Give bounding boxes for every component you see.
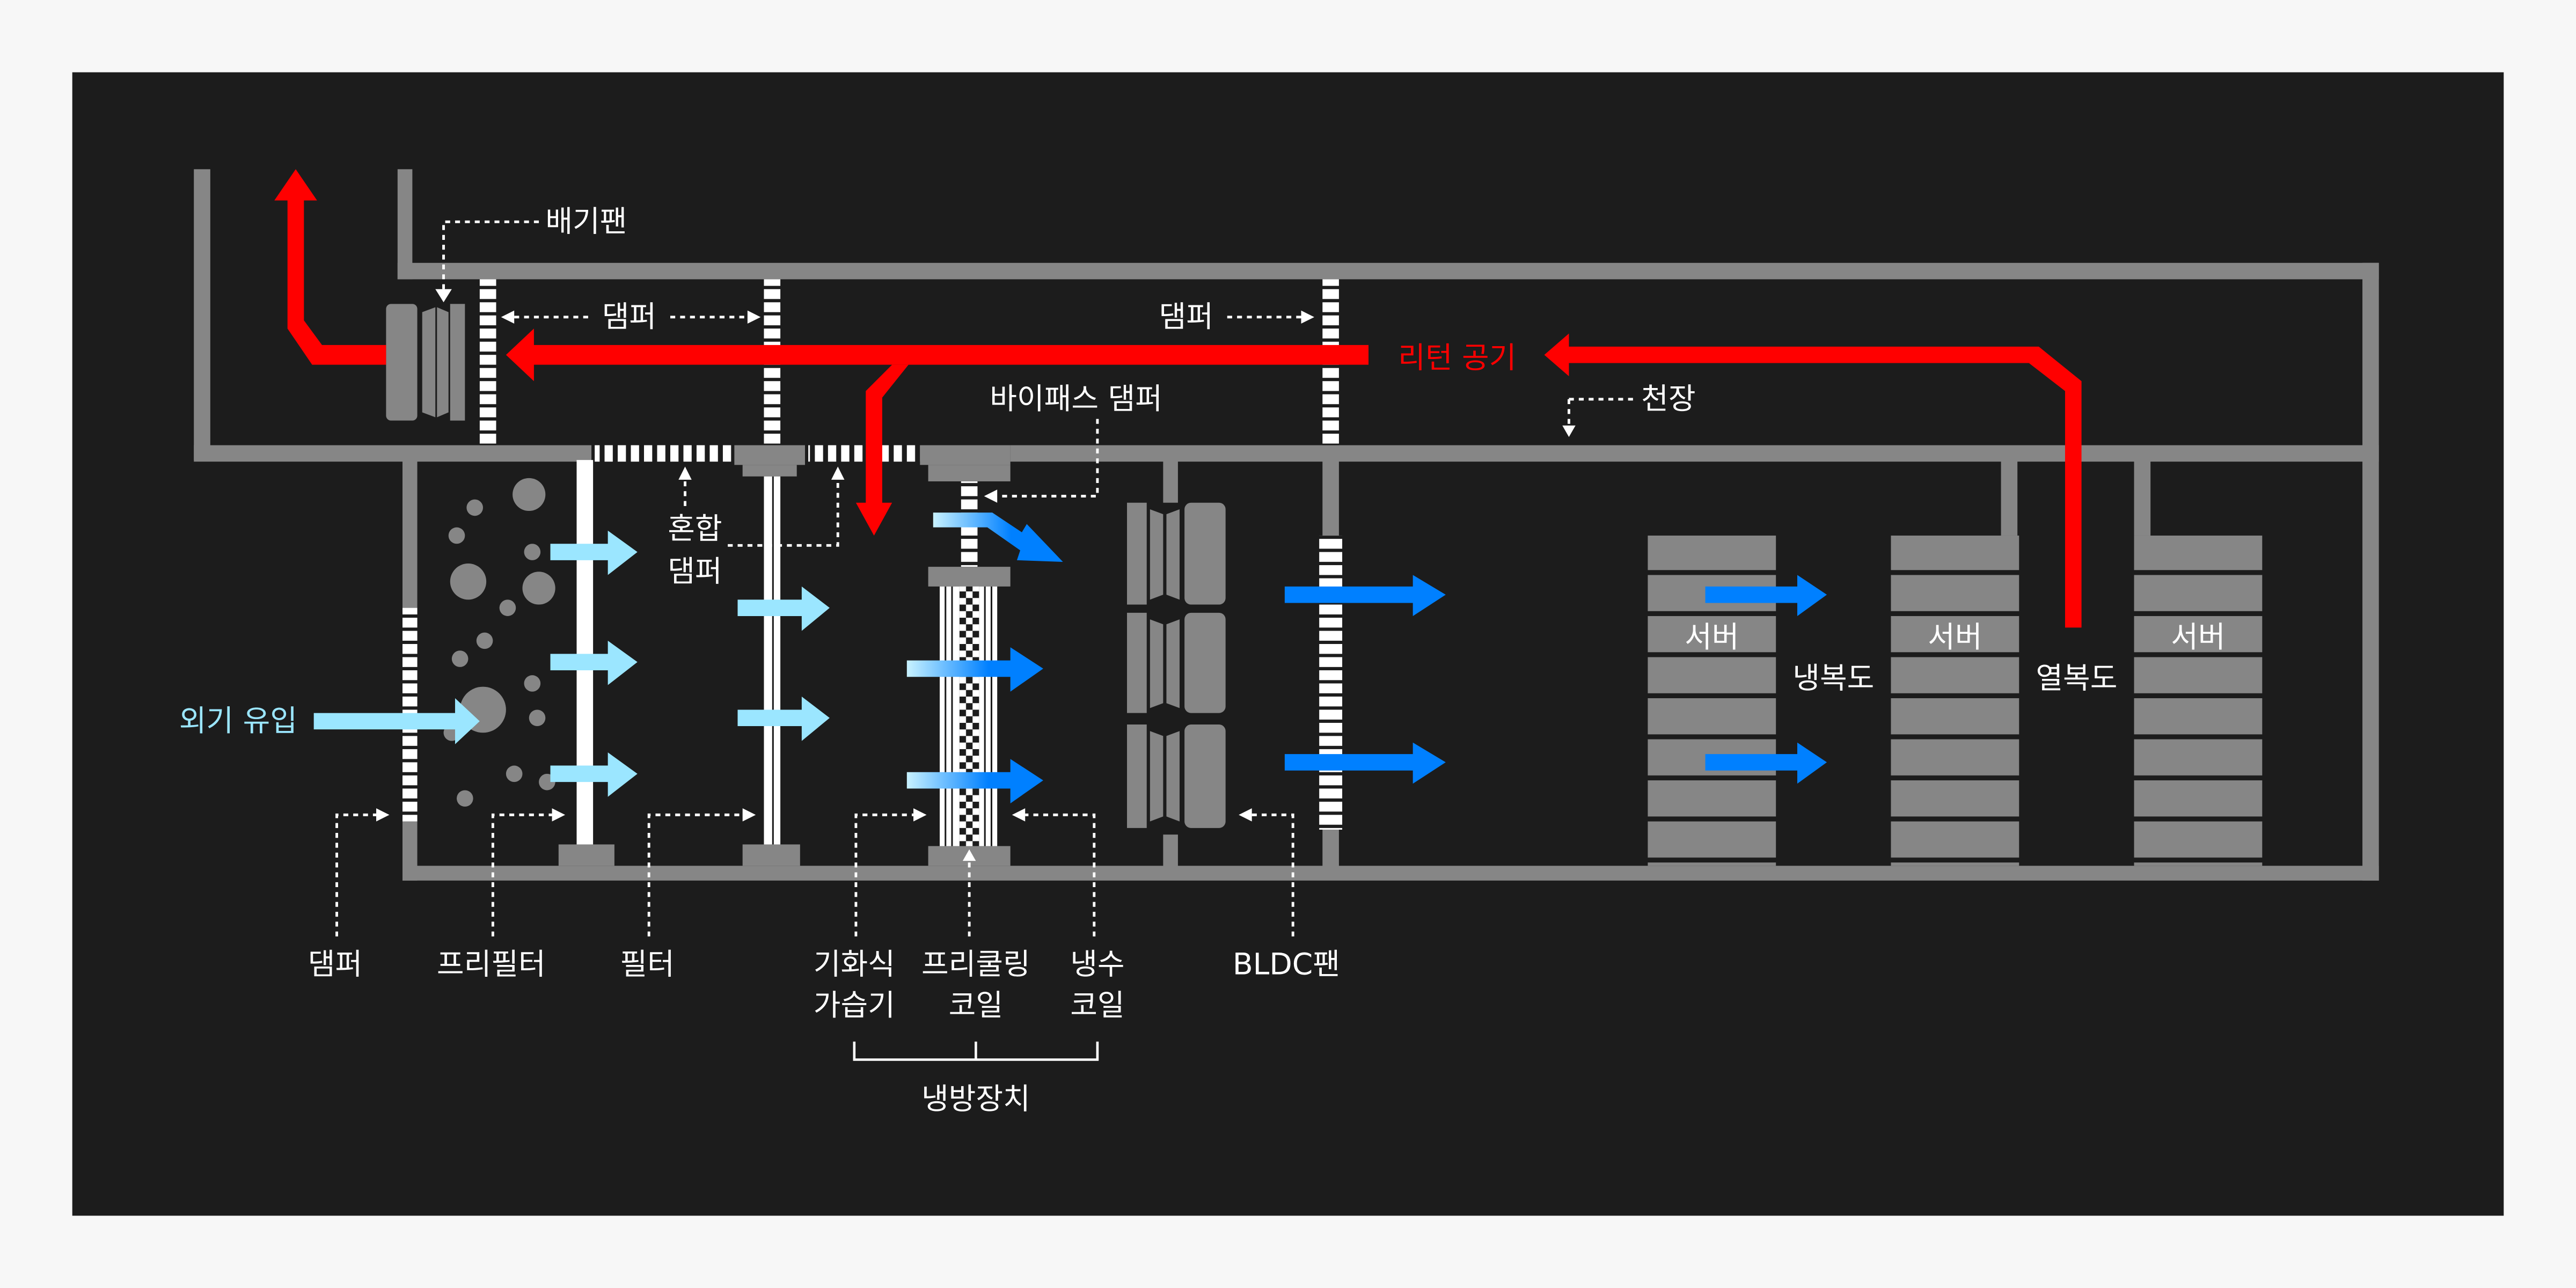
cooled-air-gradient-arrows (906, 513, 1063, 803)
label-cold-aisle: 냉복도 (1792, 661, 1874, 696)
outside-air-arrows (313, 530, 830, 797)
bldc-fans (1127, 502, 1226, 828)
label-prefilter: 프리필터 (437, 947, 546, 981)
label-mixing-damper-line1: 혼합 (668, 511, 722, 546)
humidifier-and-coils (940, 586, 998, 846)
label-bldc-fan: BLDC팬 (1233, 947, 1340, 981)
return-air-arrows (274, 169, 2082, 628)
label-precooling-coil-line1: 프리쿨링 (921, 947, 1030, 981)
mounting-blocks (558, 445, 1011, 866)
label-bypass-damper: 바이패스 댐퍼 (990, 382, 1162, 416)
label-cooling-unit: 냉방장치 (921, 1081, 1030, 1116)
prefilter (576, 460, 594, 845)
bldc-outlet-damper (1319, 535, 1343, 830)
label-damper: 댐퍼 (308, 947, 362, 981)
label-return-air: 리턴 공기 (1398, 341, 1516, 375)
label-precooling-coil-line2: 코일 (949, 988, 1003, 1022)
leader-lines (335, 220, 1636, 936)
label-ceiling: 천장 (1641, 382, 1695, 416)
mixing-damper-b (808, 445, 920, 462)
filter (764, 476, 781, 845)
label-exhaust-fan: 배기팬 (545, 204, 627, 239)
label-mixing-damper-line2: 댐퍼 (668, 554, 722, 589)
label-chilled-water-coil-line1: 냉수 (1070, 947, 1124, 981)
supply-air-arrows (1284, 575, 1827, 784)
label-humidifier-line2: 가습기 (814, 988, 895, 1022)
mixing-damper-a (595, 445, 735, 462)
exhaust-fan (386, 304, 465, 421)
label-server-3: 서버 (2171, 620, 2225, 654)
duct-walls (194, 169, 2379, 881)
server-rack-1 (1648, 535, 1776, 866)
server-rack-3 (2134, 535, 2263, 866)
label-hot-aisle: 열복도 (2036, 661, 2117, 696)
cooling-unit-bracket (853, 1041, 1099, 1061)
label-humidifier-line1: 기화식 (814, 947, 895, 981)
server-rack-2 (1891, 535, 2019, 866)
label-chilled-water-coil-line2: 코일 (1070, 988, 1124, 1022)
label-damper-top-right: 댐퍼 (1159, 299, 1213, 334)
label-server-2: 서버 (1928, 620, 1982, 654)
label-outside-air-intake: 외기 유입 (179, 704, 297, 738)
label-server-1: 서버 (1685, 620, 1739, 654)
label-filter: 필터 (620, 947, 674, 981)
exhaust-damper (479, 279, 496, 445)
label-damper-top-left: 댐퍼 (602, 299, 656, 334)
